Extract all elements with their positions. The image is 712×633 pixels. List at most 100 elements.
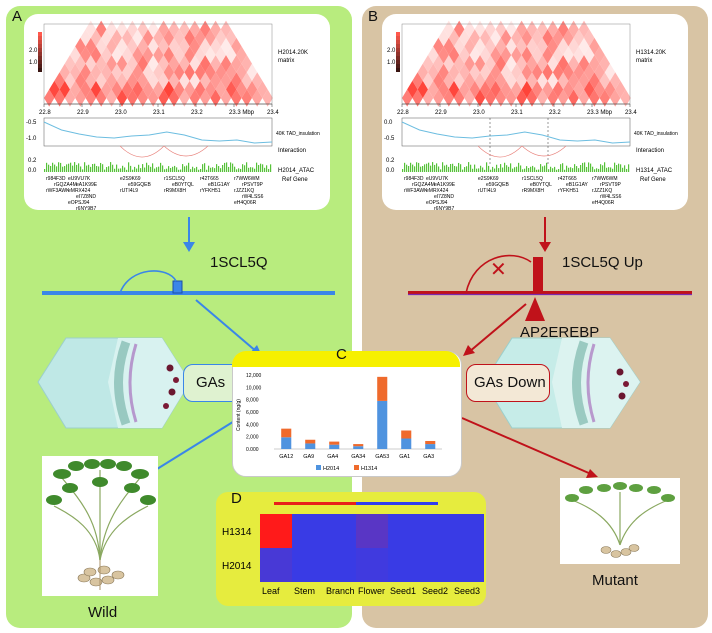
hic-cell xyxy=(226,80,237,98)
atac-peak xyxy=(226,162,228,172)
hic-cell xyxy=(417,63,428,81)
atac-peak xyxy=(122,165,124,172)
atac-peak xyxy=(544,165,546,172)
axis-tick-label: 23.3 Mbp xyxy=(587,110,613,116)
colorbar-step xyxy=(38,48,42,52)
hic-cell xyxy=(194,29,206,47)
hic-cell xyxy=(443,72,454,90)
interaction-arc xyxy=(521,145,567,157)
hic-cell xyxy=(163,46,174,64)
hic-cell xyxy=(116,72,128,90)
hic-cell xyxy=(422,55,434,73)
arrowhead-right-1 xyxy=(539,242,551,252)
atac-peak xyxy=(200,168,202,172)
gene-name: r7WW6WM xyxy=(592,176,618,182)
hic-cell xyxy=(422,72,434,90)
insulation-track xyxy=(43,121,273,144)
atac-peak xyxy=(492,166,494,172)
hic-cell xyxy=(412,89,423,107)
atac-peak xyxy=(576,166,578,172)
hic-cell xyxy=(220,72,232,90)
tf-binding-triangle xyxy=(525,297,545,321)
atac-peak xyxy=(586,166,588,172)
hic-cell xyxy=(127,89,138,107)
axis-tick-label: 22.9 xyxy=(435,110,447,116)
gene-name: eI7Z8ND xyxy=(434,194,454,200)
atac-peak xyxy=(450,163,452,172)
hic-cell xyxy=(101,80,112,98)
atac-peak xyxy=(556,169,558,172)
atac-peak xyxy=(132,169,134,172)
axis-tick-label: 23.4 xyxy=(625,110,637,116)
hic-cell xyxy=(485,55,496,73)
hic-cell xyxy=(526,89,538,107)
chart-bar-h1314 xyxy=(305,439,316,444)
hic-cell xyxy=(85,72,96,90)
atac-peak xyxy=(136,168,138,172)
atac-peak xyxy=(250,167,252,172)
atac-peak xyxy=(102,164,104,172)
hic-cell xyxy=(158,37,169,55)
atac-peak xyxy=(220,168,222,172)
atac-peak xyxy=(154,168,156,172)
atac-peak xyxy=(442,162,444,172)
atac-peak xyxy=(524,168,526,172)
atac-peak xyxy=(126,169,128,172)
atac-peak xyxy=(540,164,542,172)
hic-cell xyxy=(158,72,169,90)
atac-peak xyxy=(190,169,192,172)
atac-peak xyxy=(222,164,224,172)
hic-cell xyxy=(490,63,501,81)
hic-cell xyxy=(464,89,475,107)
atac-peak xyxy=(178,169,180,172)
hic-cell xyxy=(490,29,501,47)
hic-cell xyxy=(75,89,86,107)
atac-peak xyxy=(148,165,150,172)
hic-cell xyxy=(480,80,491,98)
hic-cell xyxy=(252,89,263,107)
atac-peak xyxy=(620,164,622,172)
gene-name: rUTI4L9 xyxy=(120,188,138,194)
atac-peak xyxy=(582,162,584,172)
hic-cell xyxy=(474,72,486,90)
atac-peak xyxy=(522,169,524,172)
atac-peak xyxy=(626,168,628,172)
gene-label-right: 1SCL5Q Up xyxy=(562,254,643,271)
gene-name: eH4Q06R xyxy=(234,200,257,206)
refgene-label: Ref Gene xyxy=(282,177,308,183)
atac-peak xyxy=(498,168,500,172)
hic-cell xyxy=(148,20,159,38)
atac-peak xyxy=(92,163,94,172)
hic-cell xyxy=(469,80,480,98)
hic-cell xyxy=(106,37,117,55)
atac-peak xyxy=(452,163,454,172)
hic-cell xyxy=(49,80,60,98)
hic-cell xyxy=(148,72,159,90)
atac-peak xyxy=(404,162,406,172)
matrix-colorbar xyxy=(396,32,400,72)
atac-peak xyxy=(440,169,442,172)
colorbar-step xyxy=(396,60,400,64)
hic-cell xyxy=(215,80,226,98)
gene-name: rR9MX8H xyxy=(522,188,544,194)
hic-cell xyxy=(194,63,206,81)
atac-peak xyxy=(460,164,462,172)
hic-cell xyxy=(96,72,107,90)
matrix-tick: 2.0 xyxy=(387,48,396,54)
colorbar-step xyxy=(396,32,400,36)
hic-cell xyxy=(438,63,449,81)
hic-cell xyxy=(116,89,128,107)
chart-bar-h2014 xyxy=(425,444,436,449)
atac-peak xyxy=(142,164,144,172)
hic-cell xyxy=(443,89,454,107)
atac-peak xyxy=(246,162,248,172)
atac-peak xyxy=(124,167,126,172)
hic-cell xyxy=(578,20,590,38)
atac-peak xyxy=(438,166,440,172)
hic-cell xyxy=(179,20,190,38)
atac-peak xyxy=(138,164,140,172)
hic-cell xyxy=(210,20,221,38)
axis-tick-label: 23.4 xyxy=(267,110,279,116)
hic-cell xyxy=(552,29,564,47)
panel-c-ga-chart xyxy=(232,351,462,477)
